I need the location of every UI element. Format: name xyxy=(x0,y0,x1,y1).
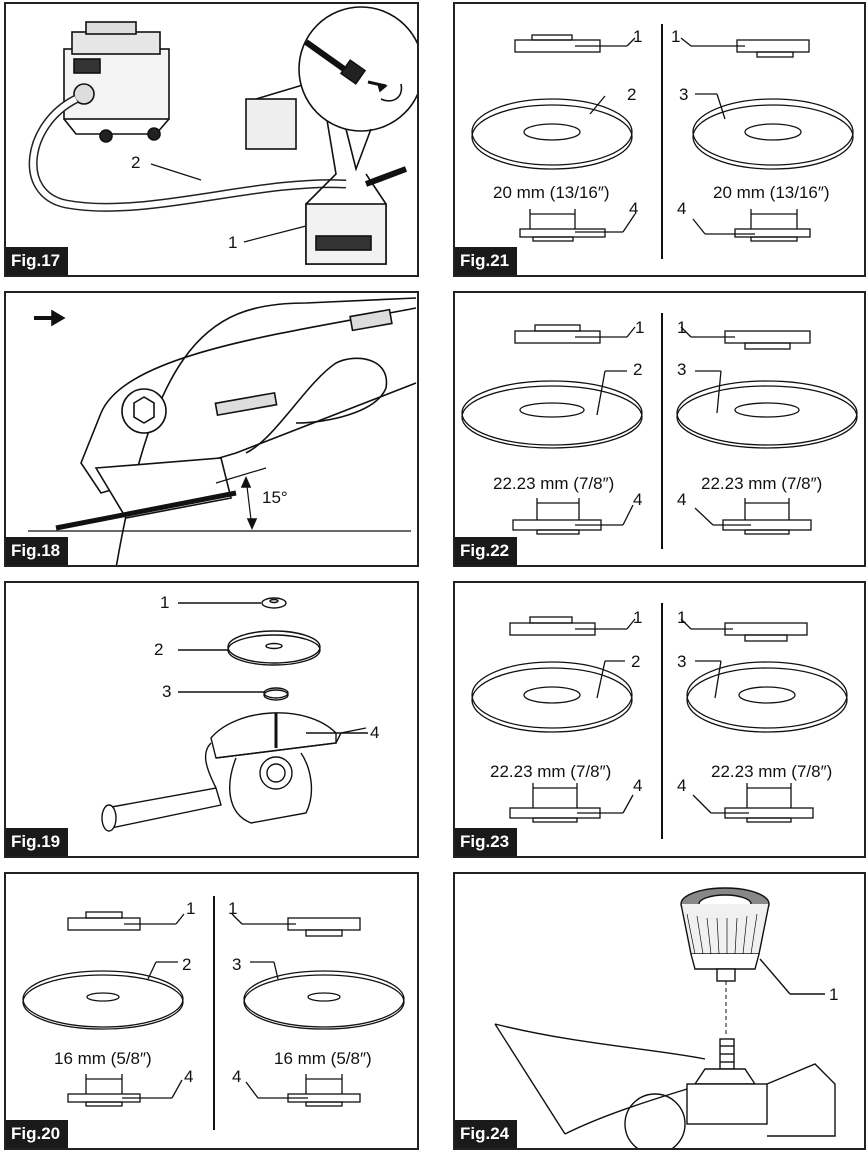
callout-2: 2 xyxy=(131,153,141,172)
callout-2: 2 xyxy=(627,85,637,104)
callout-1: 1 xyxy=(160,593,170,612)
dimension-left: 20 mm (13/16″) xyxy=(493,183,610,202)
dimension-right: 22.23 mm (7/8″) xyxy=(701,474,823,493)
callout-2: 2 xyxy=(182,955,192,974)
callout-3: 3 xyxy=(679,85,689,104)
callout-1: 1 xyxy=(633,608,643,627)
callout-4: 4 xyxy=(370,723,380,742)
callout-4: 4 xyxy=(677,776,687,795)
callout-1: 1 xyxy=(829,985,839,1004)
figure-label: Fig.19 xyxy=(6,828,69,856)
callout-4: 4 xyxy=(677,490,687,509)
wheel-assembly-exploded-illustration xyxy=(101,597,368,832)
figure-24: 1 Fig.24 xyxy=(453,872,866,1150)
callout-1: 1 xyxy=(186,899,196,918)
callout-1: 1 xyxy=(633,27,643,46)
callout-1: 1 xyxy=(677,608,687,627)
figure-18: 15° Fig.18 xyxy=(4,291,419,567)
callout-3: 3 xyxy=(232,955,242,974)
callout-4: 4 xyxy=(232,1067,242,1086)
figure-label: Fig.22 xyxy=(455,537,518,565)
dimension-left: 16 mm (5/8″) xyxy=(54,1049,152,1068)
figure-label: Fig.23 xyxy=(455,828,518,856)
vacuum-cleaner-illustration xyxy=(28,6,417,265)
figure-label: Fig.17 xyxy=(6,247,69,275)
abrasive-wheel-flange-diagram xyxy=(22,896,405,1130)
figure-label: Fig.18 xyxy=(6,537,69,565)
diamond-wheel-flange-diagram xyxy=(471,603,848,839)
figure-17: 2 1 Fig.17 xyxy=(4,2,419,277)
diamond-wheel-flange-diagram xyxy=(471,24,854,259)
callout-3: 3 xyxy=(677,652,687,671)
figure-label: Fig.21 xyxy=(455,247,518,275)
figure-label: Fig.24 xyxy=(455,1120,518,1148)
figure-23: 1 2 1 3 4 4 22.23 mm (7/8″) 22.23 mm (7/… xyxy=(453,581,866,858)
callout-4: 4 xyxy=(633,776,643,795)
callout-1: 1 xyxy=(228,233,238,252)
callout-3: 3 xyxy=(677,360,687,379)
figure-19: 1 2 3 4 Fig.19 xyxy=(4,581,419,858)
callout-3: 3 xyxy=(162,682,172,701)
callout-2: 2 xyxy=(633,360,643,379)
callout-4: 4 xyxy=(184,1067,194,1086)
callout-1: 1 xyxy=(635,318,645,337)
dimension-right: 22.23 mm (7/8″) xyxy=(711,762,833,781)
callout-1: 1 xyxy=(228,899,238,918)
dimension-left: 22.23 mm (7/8″) xyxy=(490,762,612,781)
figure-label: Fig.20 xyxy=(6,1120,69,1148)
figure-22: 1 2 1 3 4 4 22.23 mm (7/8″) 22.23 mm (7/… xyxy=(453,291,866,567)
dimension-right: 16 mm (5/8″) xyxy=(274,1049,372,1068)
callout-2: 2 xyxy=(154,640,164,659)
abrasive-wheel-flange-diagram xyxy=(461,313,858,549)
callout-4: 4 xyxy=(633,490,643,509)
figure-20: 1 2 1 3 4 4 16 mm (5/8″) 16 mm (5/8″) Fi… xyxy=(4,872,419,1150)
callout-4: 4 xyxy=(629,199,639,218)
wire-cup-brush-illustration xyxy=(494,887,836,1148)
dimension-left: 22.23 mm (7/8″) xyxy=(493,474,615,493)
callout-4: 4 xyxy=(677,199,687,218)
callout-2: 2 xyxy=(631,652,641,671)
dimension-right: 20 mm (13/16″) xyxy=(713,183,830,202)
grinding-angle-illustration xyxy=(28,297,417,565)
callout-1: 1 xyxy=(677,318,687,337)
callout-1: 1 xyxy=(671,27,681,46)
figure-21: 1 2 1 3 4 4 20 mm (13/16″) 20 mm (13/16″… xyxy=(453,2,866,277)
angle-label: 15° xyxy=(262,488,288,507)
